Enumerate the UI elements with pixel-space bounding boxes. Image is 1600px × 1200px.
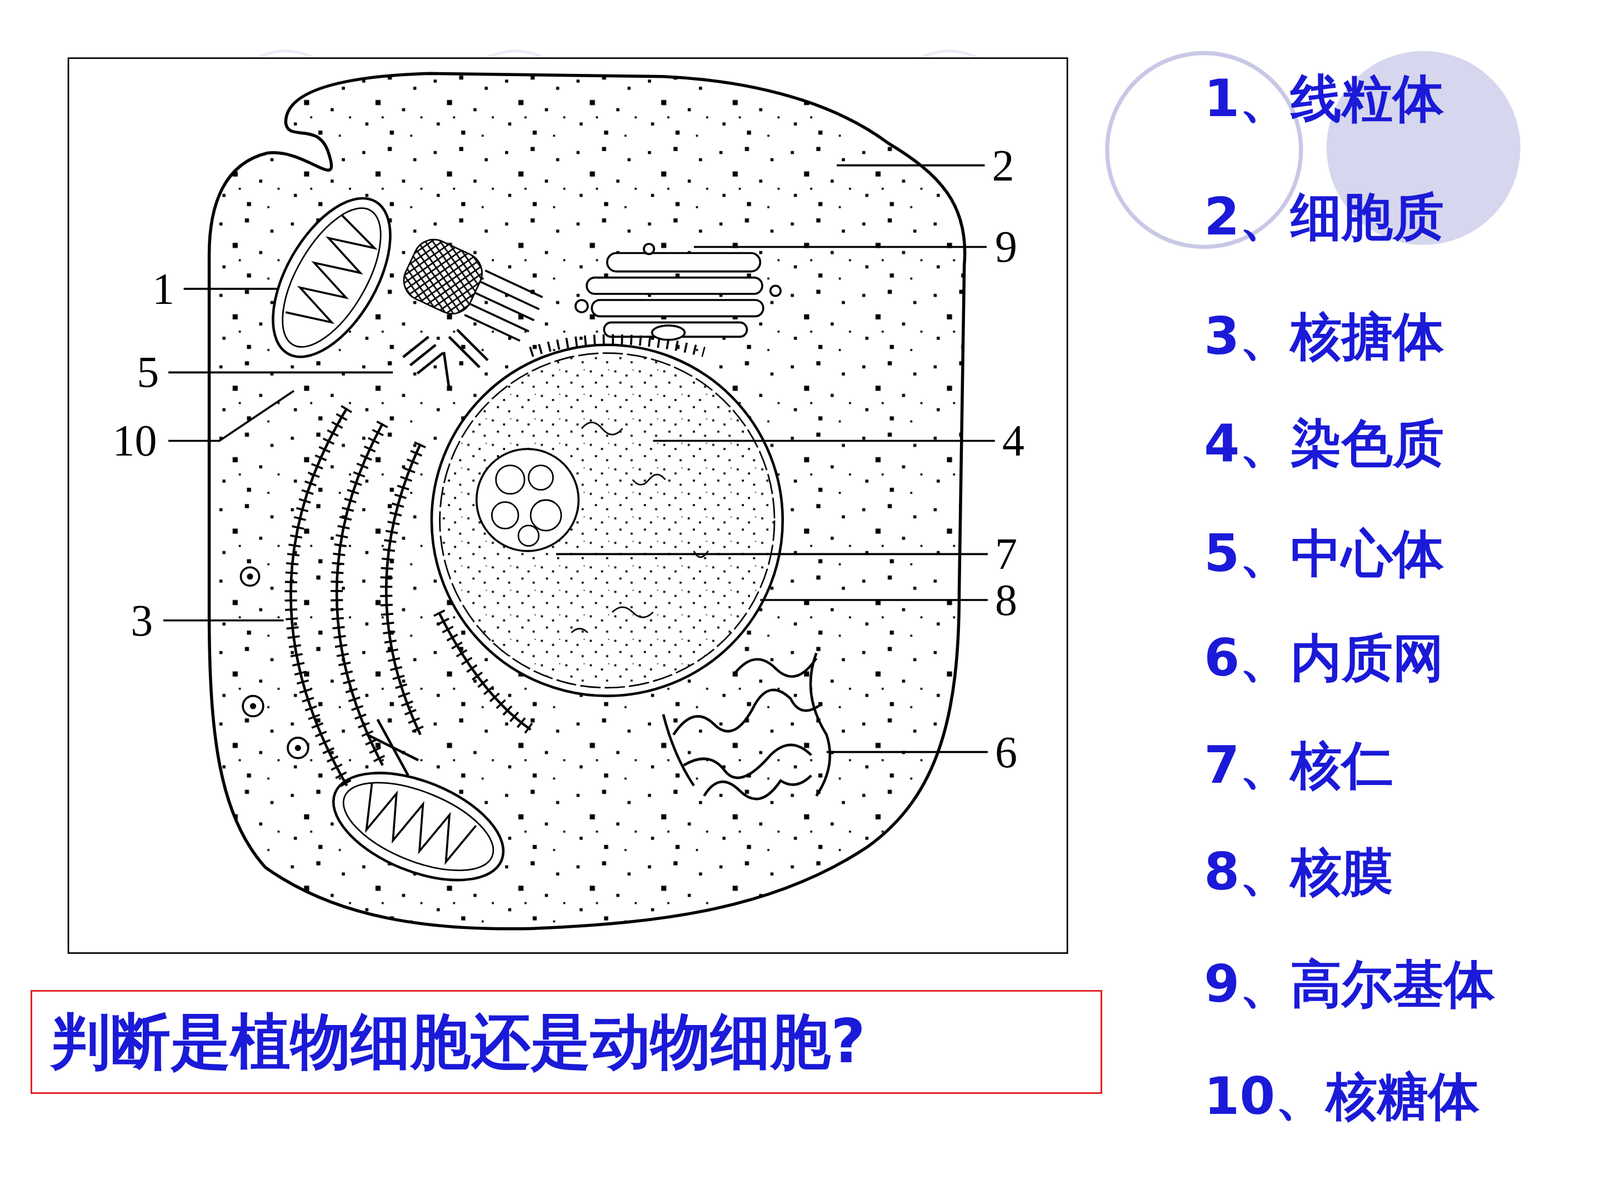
question-box: 判断是植物细胞还是动物细胞?: [30, 990, 1103, 1094]
legend-item-text: 3、核搪体: [1203, 308, 1444, 365]
callout-number: 5: [136, 350, 159, 395]
callout-number: 4: [1002, 418, 1025, 463]
legend-item-text: 9、高尔基体: [1203, 956, 1495, 1013]
question-text: 判断是植物细胞还是动物细胞?: [50, 1008, 866, 1075]
callout-number: 7: [995, 531, 1018, 577]
legend-item-text: 4、染色质: [1203, 415, 1444, 472]
legend-item-text: 2、细胞质: [1203, 189, 1444, 246]
legend-item-text: 1、线粒体: [1203, 71, 1444, 128]
callout-number: 8: [995, 577, 1018, 623]
legend-item-text: 6、内质网: [1203, 630, 1444, 687]
legend-item-text: 7、核仁: [1203, 737, 1393, 794]
callout-number: 1: [152, 266, 175, 312]
callout-number: 2: [992, 143, 1015, 188]
callout-number: 3: [130, 598, 153, 643]
legend-item-text: 5、中心体: [1203, 526, 1444, 583]
callout-number: 9: [995, 224, 1018, 269]
callout-number: 10: [112, 418, 157, 463]
legend-item-text: 10、核糖体: [1203, 1068, 1480, 1125]
callout-number: 6: [995, 730, 1018, 775]
legend-item-text: 8、核膜: [1203, 844, 1393, 901]
